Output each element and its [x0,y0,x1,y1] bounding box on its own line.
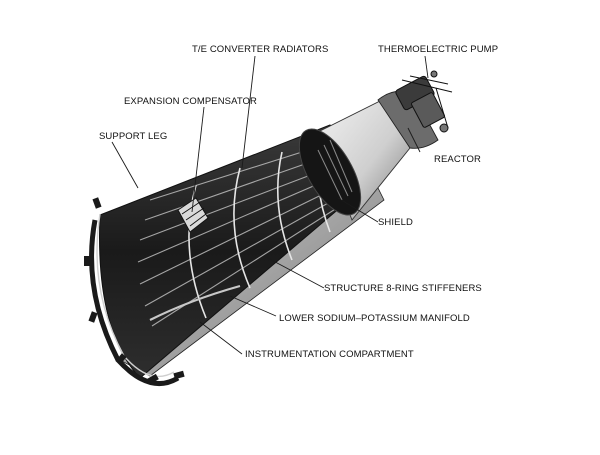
expansion-compensator [177,197,209,233]
leader-instrumentation [199,321,243,355]
leader-support-leg [111,141,139,189]
leader-lower-manifold [229,295,277,317]
leader-shield [337,197,379,223]
shield-opening [298,128,362,216]
leader-lines [111,55,429,355]
leader-thermoelectric-pump [424,55,429,79]
rear-end-rim [89,219,180,387]
support-legs [84,197,185,385]
label-shield: SHIELD [378,217,413,228]
label-thermoelectric-pump: THERMOELECTRIC PUMP [378,44,499,55]
label-te-converter-radiators: T/E CONVERTER RADIATORS [192,44,329,55]
shield-interior-rods [317,139,353,201]
reactor-vessel [377,90,439,149]
thermoelectric-pump [395,70,453,133]
label-reactor: REACTOR [434,154,481,165]
label-instrumentation-compartment: INSTRUMENTATION COMPARTMENT [245,349,414,360]
label-lower-manifold: LOWER SODIUM–POTASSIUM MANIFOLD [279,313,470,324]
leader-te-radiators [241,55,256,169]
leader-ring-stiffeners [263,255,325,289]
lower-manifold [149,284,241,321]
label-support-leg: SUPPORT LEG [99,131,168,142]
label-ring-stiffeners: STRUCTURE 8-RING STIFFENERS [324,283,482,294]
label-expansion-compensator: EXPANSION COMPENSATOR [124,96,258,107]
leader-expansion-compensator [191,106,205,213]
leader-reactor [407,127,421,153]
